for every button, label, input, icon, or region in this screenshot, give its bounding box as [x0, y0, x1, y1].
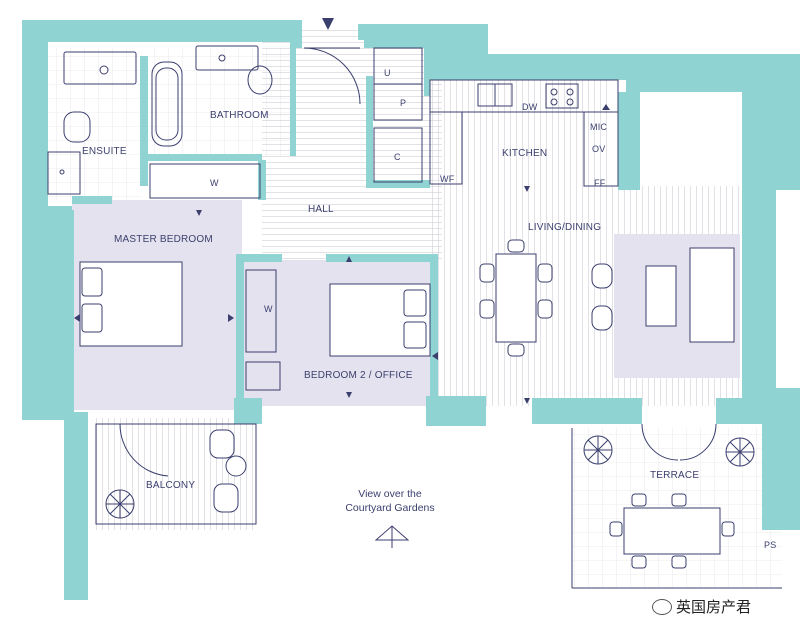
ensuite-floor [48, 48, 140, 200]
fixture-label-mic: MIC [590, 122, 608, 132]
bedroom2-bed [329, 283, 431, 357]
bedroom2-wardrobe [245, 269, 277, 353]
internal-lines [47, 45, 782, 589]
room-label-master-bedroom: MASTER BEDROOM [114, 234, 213, 245]
watermark: 英国房产君 [652, 596, 751, 617]
bath-vanity [195, 45, 259, 71]
fixture-label-ov: OV [592, 144, 606, 154]
dining-table [495, 253, 537, 343]
wechat-icon [652, 598, 672, 615]
fixture-label-ff: FF [594, 178, 606, 188]
bedroom2-desk [245, 361, 281, 391]
wall-bottom-mid [426, 396, 486, 426]
room-label-balcony: BALCONY [146, 480, 196, 491]
room-label-ensuite: ENSUITE [82, 146, 127, 157]
fixture-label-p: P [400, 98, 407, 108]
hall-floor [262, 30, 442, 260]
outer-wall-right [742, 54, 800, 530]
kitchen-right-pillar [618, 92, 640, 190]
cupboard-wall [368, 180, 430, 188]
watermark-text: 英国房产君 [676, 598, 752, 616]
kitchen-counter-left [429, 111, 463, 185]
ensuite-shower [47, 151, 81, 195]
fixture-label-dw: DW [522, 102, 538, 112]
wall-bottom-right [532, 398, 642, 424]
cupboard-c [373, 127, 423, 183]
wall-bottom-right2 [716, 398, 764, 424]
fixture-label-w-master: W [210, 178, 219, 188]
hall-left-wall [258, 160, 266, 200]
markers [74, 18, 610, 404]
walls [22, 20, 800, 600]
front-door [303, 47, 361, 105]
room-label-bedroom2: BEDROOM 2 / OFFICE [304, 370, 413, 381]
terrace-door [641, 423, 717, 461]
view-caption-line1: View over the [358, 488, 422, 500]
coffee-table [645, 265, 677, 327]
wall-bottom-master [234, 398, 262, 424]
terrace-table [623, 507, 721, 555]
balcony-door [119, 423, 169, 477]
kitchen-counter-right [583, 111, 619, 187]
fixture-label-ps: PS [764, 540, 777, 550]
view-caption-line2: Courtyard Gardens [345, 502, 435, 514]
outer-wall-left-lower [56, 210, 74, 420]
room-label-hall: HALL [308, 204, 334, 215]
fixture-label-u: U [384, 68, 391, 78]
balcony-rail [95, 423, 257, 525]
cupboard-wall-v [366, 76, 373, 188]
bedroom2-right-wall [430, 254, 438, 402]
fixture-label-wf: WF [440, 174, 455, 184]
kitchen-counter-top [429, 79, 619, 113]
outer-wall-top [358, 24, 742, 96]
bedroom2-top-wall [236, 254, 282, 262]
bath-bottom-wall [148, 154, 262, 161]
room-label-living-dining: LIVING/DINING [528, 222, 602, 233]
bedroom2-top-wall2 [326, 254, 438, 262]
ensuite-bottom-wall [72, 196, 112, 204]
bath-toilet [247, 65, 273, 95]
bathtub [151, 61, 183, 147]
ensuite-toilet [63, 111, 91, 143]
room-label-bathroom: BATHROOM [210, 110, 269, 121]
fixture-label-w-bed2: W [264, 304, 273, 314]
entrance-arrow-icon [322, 18, 334, 30]
fixture-label-c: C [394, 152, 401, 162]
room-label-terrace: TERRACE [650, 470, 700, 481]
hob [545, 83, 579, 109]
kitchen-floor [430, 78, 612, 186]
master-wardrobe [149, 163, 261, 199]
dining-chairs [209, 239, 735, 569]
ensuite-bath-partition [140, 56, 148, 186]
ensuite-vanity [63, 51, 137, 85]
bedroom2-left-wall [236, 262, 244, 404]
room-label-kitchen: KITCHEN [502, 148, 548, 159]
planters [105, 435, 755, 519]
sofa [689, 247, 735, 343]
view-caption: View over the Courtyard Gardens [330, 487, 450, 515]
